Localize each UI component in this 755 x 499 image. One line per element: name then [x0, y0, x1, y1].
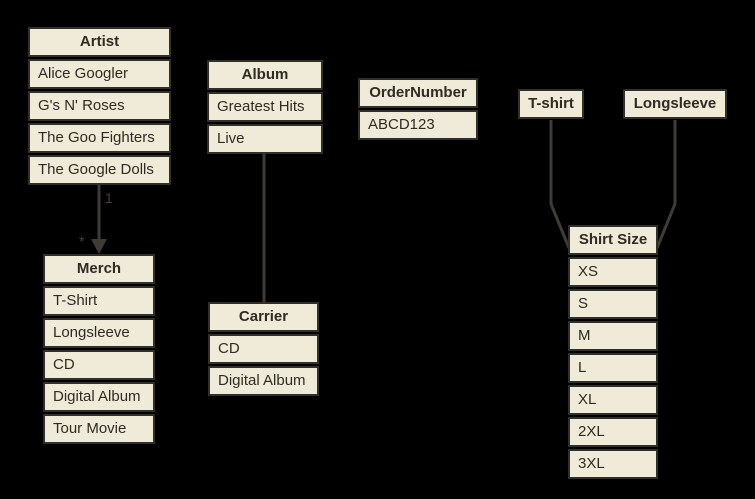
entity-album-row[interactable]: Greatest Hits — [207, 92, 323, 122]
connector-longsleeve-shirtsize — [655, 120, 677, 249]
entity-merch-title[interactable]: Merch — [43, 254, 155, 284]
entity-merch-row[interactable]: T-Shirt — [43, 286, 155, 316]
entity-shirtsize-row[interactable]: XS — [568, 257, 658, 287]
entity-ordernumber: OrderNumber ABCD123 — [358, 78, 478, 142]
entity-ordernumber-row[interactable]: ABCD123 — [358, 110, 478, 140]
entity-shirtsize-row[interactable]: S — [568, 289, 658, 319]
entity-carrier: Carrier CD Digital Album — [208, 302, 319, 398]
arrowhead-icon — [91, 239, 107, 254]
connector-tshirt-shirtsize — [549, 120, 571, 249]
entity-artist: Artist Alice Googler G's N' Roses The Go… — [28, 27, 171, 187]
entity-artist-row[interactable]: Alice Googler — [28, 59, 171, 89]
entity-tshirt-title[interactable]: T-shirt — [518, 89, 584, 119]
entity-album: Album Greatest Hits Live — [207, 60, 323, 156]
entity-shirtsize-row[interactable]: XL — [568, 385, 658, 415]
entity-shirtsize-title[interactable]: Shirt Size — [568, 225, 658, 255]
entity-album-title[interactable]: Album — [207, 60, 323, 90]
entity-artist-title[interactable]: Artist — [28, 27, 171, 57]
entity-artist-row[interactable]: G's N' Roses — [28, 91, 171, 121]
entity-merch: Merch T-Shirt Longsleeve CD Digital Albu… — [43, 254, 155, 446]
multiplicity-target-label: * — [79, 233, 85, 249]
entity-shirtsize-row[interactable]: 2XL — [568, 417, 658, 447]
entity-artist-row[interactable]: The Google Dolls — [28, 155, 171, 185]
entity-carrier-row[interactable]: CD — [208, 334, 319, 364]
entity-shirtsize-row[interactable]: 3XL — [568, 449, 658, 479]
entity-carrier-row[interactable]: Digital Album — [208, 366, 319, 396]
entity-carrier-title[interactable]: Carrier — [208, 302, 319, 332]
entity-shirtsize: Shirt Size XS S M L XL 2XL 3XL — [568, 225, 658, 481]
entity-merch-row[interactable]: Tour Movie — [43, 414, 155, 444]
connector-line — [655, 120, 677, 249]
connector-line — [549, 120, 571, 249]
entity-merch-row[interactable]: Digital Album — [43, 382, 155, 412]
entity-album-row[interactable]: Live — [207, 124, 323, 154]
multiplicity-source-label: 1 — [105, 190, 113, 206]
entity-merch-row[interactable]: Longsleeve — [43, 318, 155, 348]
entity-longsleeve-title[interactable]: Longsleeve — [623, 89, 727, 119]
entity-ordernumber-title[interactable]: OrderNumber — [358, 78, 478, 108]
entity-merch-row[interactable]: CD — [43, 350, 155, 380]
connector-artist-merch: 1 * — [79, 184, 113, 254]
entity-shirtsize-row[interactable]: M — [568, 321, 658, 351]
entity-longsleeve: Longsleeve — [623, 89, 727, 121]
entity-shirtsize-row[interactable]: L — [568, 353, 658, 383]
entity-artist-row[interactable]: The Goo Fighters — [28, 123, 171, 153]
entity-tshirt: T-shirt — [518, 89, 584, 121]
